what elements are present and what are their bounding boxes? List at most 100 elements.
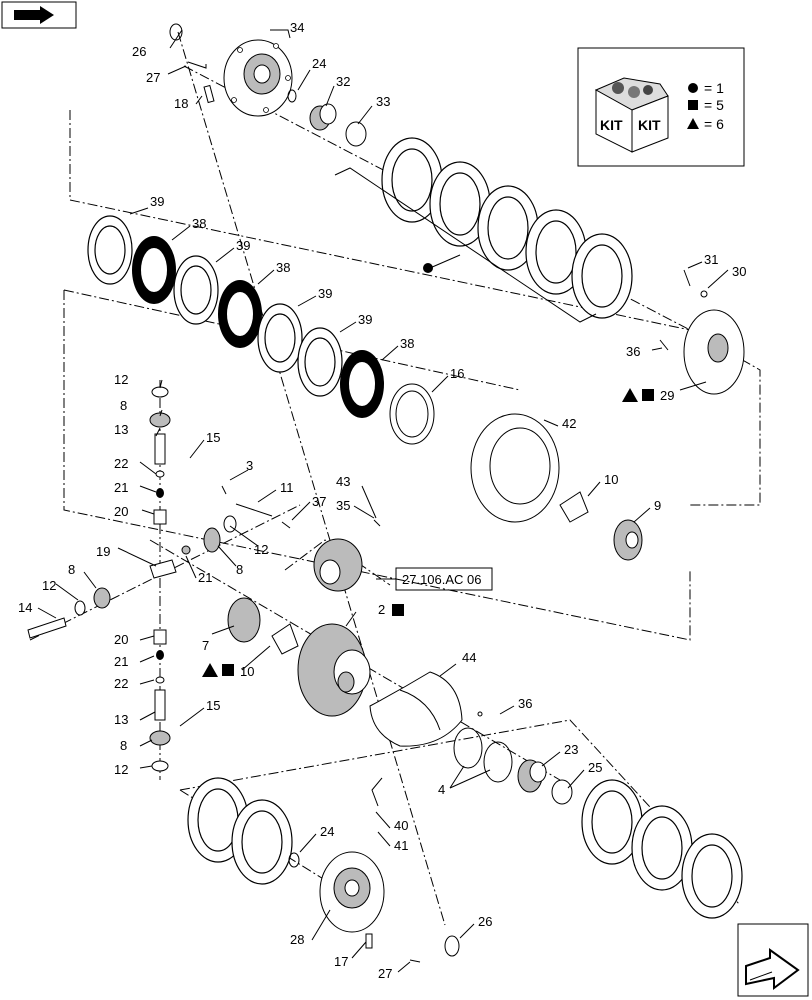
callout-38: 38: [400, 336, 414, 351]
callout-12: 12: [254, 542, 268, 557]
square-marker-2: [392, 604, 404, 616]
callout-8: 8: [120, 398, 127, 413]
square-symbol-icon: [688, 100, 698, 110]
spider-parts: [27, 386, 381, 772]
lube-tube-40: [371, 777, 383, 807]
callout-37: 37: [312, 494, 326, 509]
callout-12: 12: [114, 372, 128, 387]
callout-8: 8: [120, 738, 127, 753]
square-marker-10: [222, 664, 234, 676]
callout-27: 27: [146, 70, 160, 85]
callout-22: 22: [114, 456, 128, 471]
kit-legend: KIT KIT = 1 = 5 = 6: [577, 47, 745, 167]
callout-20: 20: [114, 504, 128, 519]
callout-35: 35: [336, 498, 350, 513]
callout-12: 12: [42, 578, 56, 593]
triangle-symbol-icon: [687, 118, 699, 129]
prev-page-icon[interactable]: [1, 1, 77, 29]
kit-count-circle: = 1: [704, 80, 724, 96]
bearing-23: [517, 759, 547, 793]
callout-4: 4: [438, 782, 445, 797]
callout-21: 21: [198, 570, 212, 585]
callout-11: 11: [280, 480, 294, 495]
callout-39: 39: [150, 194, 164, 209]
callout-2: 2: [378, 602, 385, 617]
kit-label-2: KIT: [638, 117, 661, 133]
bolt-18: [203, 84, 215, 104]
callout-33: 33: [376, 94, 390, 109]
pin-27-lower: [409, 959, 421, 963]
callout-14: 14: [18, 600, 32, 615]
pressure-plate-29: [683, 309, 745, 395]
callout-39: 39: [358, 312, 372, 327]
callout-17: 17: [334, 954, 348, 969]
callout-13: 13: [114, 422, 128, 437]
callout-9: 9: [654, 498, 661, 513]
kit-count-square: = 5: [704, 97, 724, 113]
callout-3: 3: [246, 458, 253, 473]
pin-36-lower: [477, 711, 483, 717]
square-marker-29: [642, 389, 654, 401]
next-page-icon[interactable]: [737, 923, 809, 997]
cover-44: [369, 671, 463, 747]
callout-18: 18: [174, 96, 188, 111]
pin-27-top: [187, 61, 207, 69]
flange-28: [319, 851, 385, 933]
callouts: 26 34 27 24 32 18 33 39 38 39 38 39 39 3…: [18, 20, 746, 981]
kit-count-triangle: = 6: [704, 116, 724, 132]
triangle-marker-29: [622, 388, 638, 402]
callout-21: 21: [114, 654, 128, 669]
callout-26: 26: [478, 914, 492, 929]
callout-15: 15: [206, 430, 220, 445]
reference-link[interactable]: 27.106.AC 06: [376, 567, 493, 591]
callout-23: 23: [564, 742, 578, 757]
leader-lines: [37, 29, 729, 973]
bolt-17: [365, 933, 373, 949]
piston-42: [470, 413, 560, 523]
callout-43: 43: [336, 474, 350, 489]
callout-38: 38: [276, 260, 290, 275]
callout-7: 7: [202, 638, 209, 653]
callout-38: 38: [192, 216, 206, 231]
kit-label-1: KIT: [600, 117, 623, 133]
callout-24: 24: [312, 56, 326, 71]
callout-22: 22: [114, 676, 128, 691]
o-rings-4: [453, 727, 513, 783]
callout-24: 24: [320, 824, 334, 839]
ring-33: [345, 121, 367, 147]
snap-ring-26-lower: [444, 935, 460, 957]
callout-10: 10: [604, 472, 618, 487]
flange-34: [223, 39, 293, 117]
callout-30: 30: [732, 264, 746, 279]
circle-symbol-icon: [688, 83, 698, 93]
upper-discs: [334, 137, 633, 323]
callout-31: 31: [704, 252, 718, 267]
gear-9: [613, 519, 643, 561]
pin-36-top: [659, 339, 669, 351]
callout-32: 32: [336, 74, 350, 89]
callout-29: 29: [660, 388, 674, 403]
callout-15: 15: [206, 698, 220, 713]
housing-2: [297, 623, 371, 717]
callout-25: 25: [588, 760, 602, 775]
clutch-pack: [87, 215, 435, 445]
triangle-marker-10: [202, 663, 218, 677]
callout-36: 36: [518, 696, 532, 711]
callout-12: 12: [114, 762, 128, 777]
callout-27: 27: [378, 966, 392, 981]
ring-25: [551, 779, 573, 805]
callout-39: 39: [318, 286, 332, 301]
callout-21: 21: [114, 480, 128, 495]
snap-ring-26-top: [169, 23, 183, 41]
callout-41: 41: [394, 838, 408, 853]
callout-13: 13: [114, 712, 128, 727]
callout-16: 16: [450, 366, 464, 381]
kit-circle-marker: [423, 263, 433, 273]
callout-39: 39: [236, 238, 250, 253]
callout-8: 8: [68, 562, 75, 577]
screw-31: [683, 269, 691, 287]
washer-30: [700, 290, 708, 298]
lower-discs: [187, 777, 743, 919]
callout-26: 26: [132, 44, 146, 59]
thrust-washer-10-lower: [271, 623, 299, 655]
